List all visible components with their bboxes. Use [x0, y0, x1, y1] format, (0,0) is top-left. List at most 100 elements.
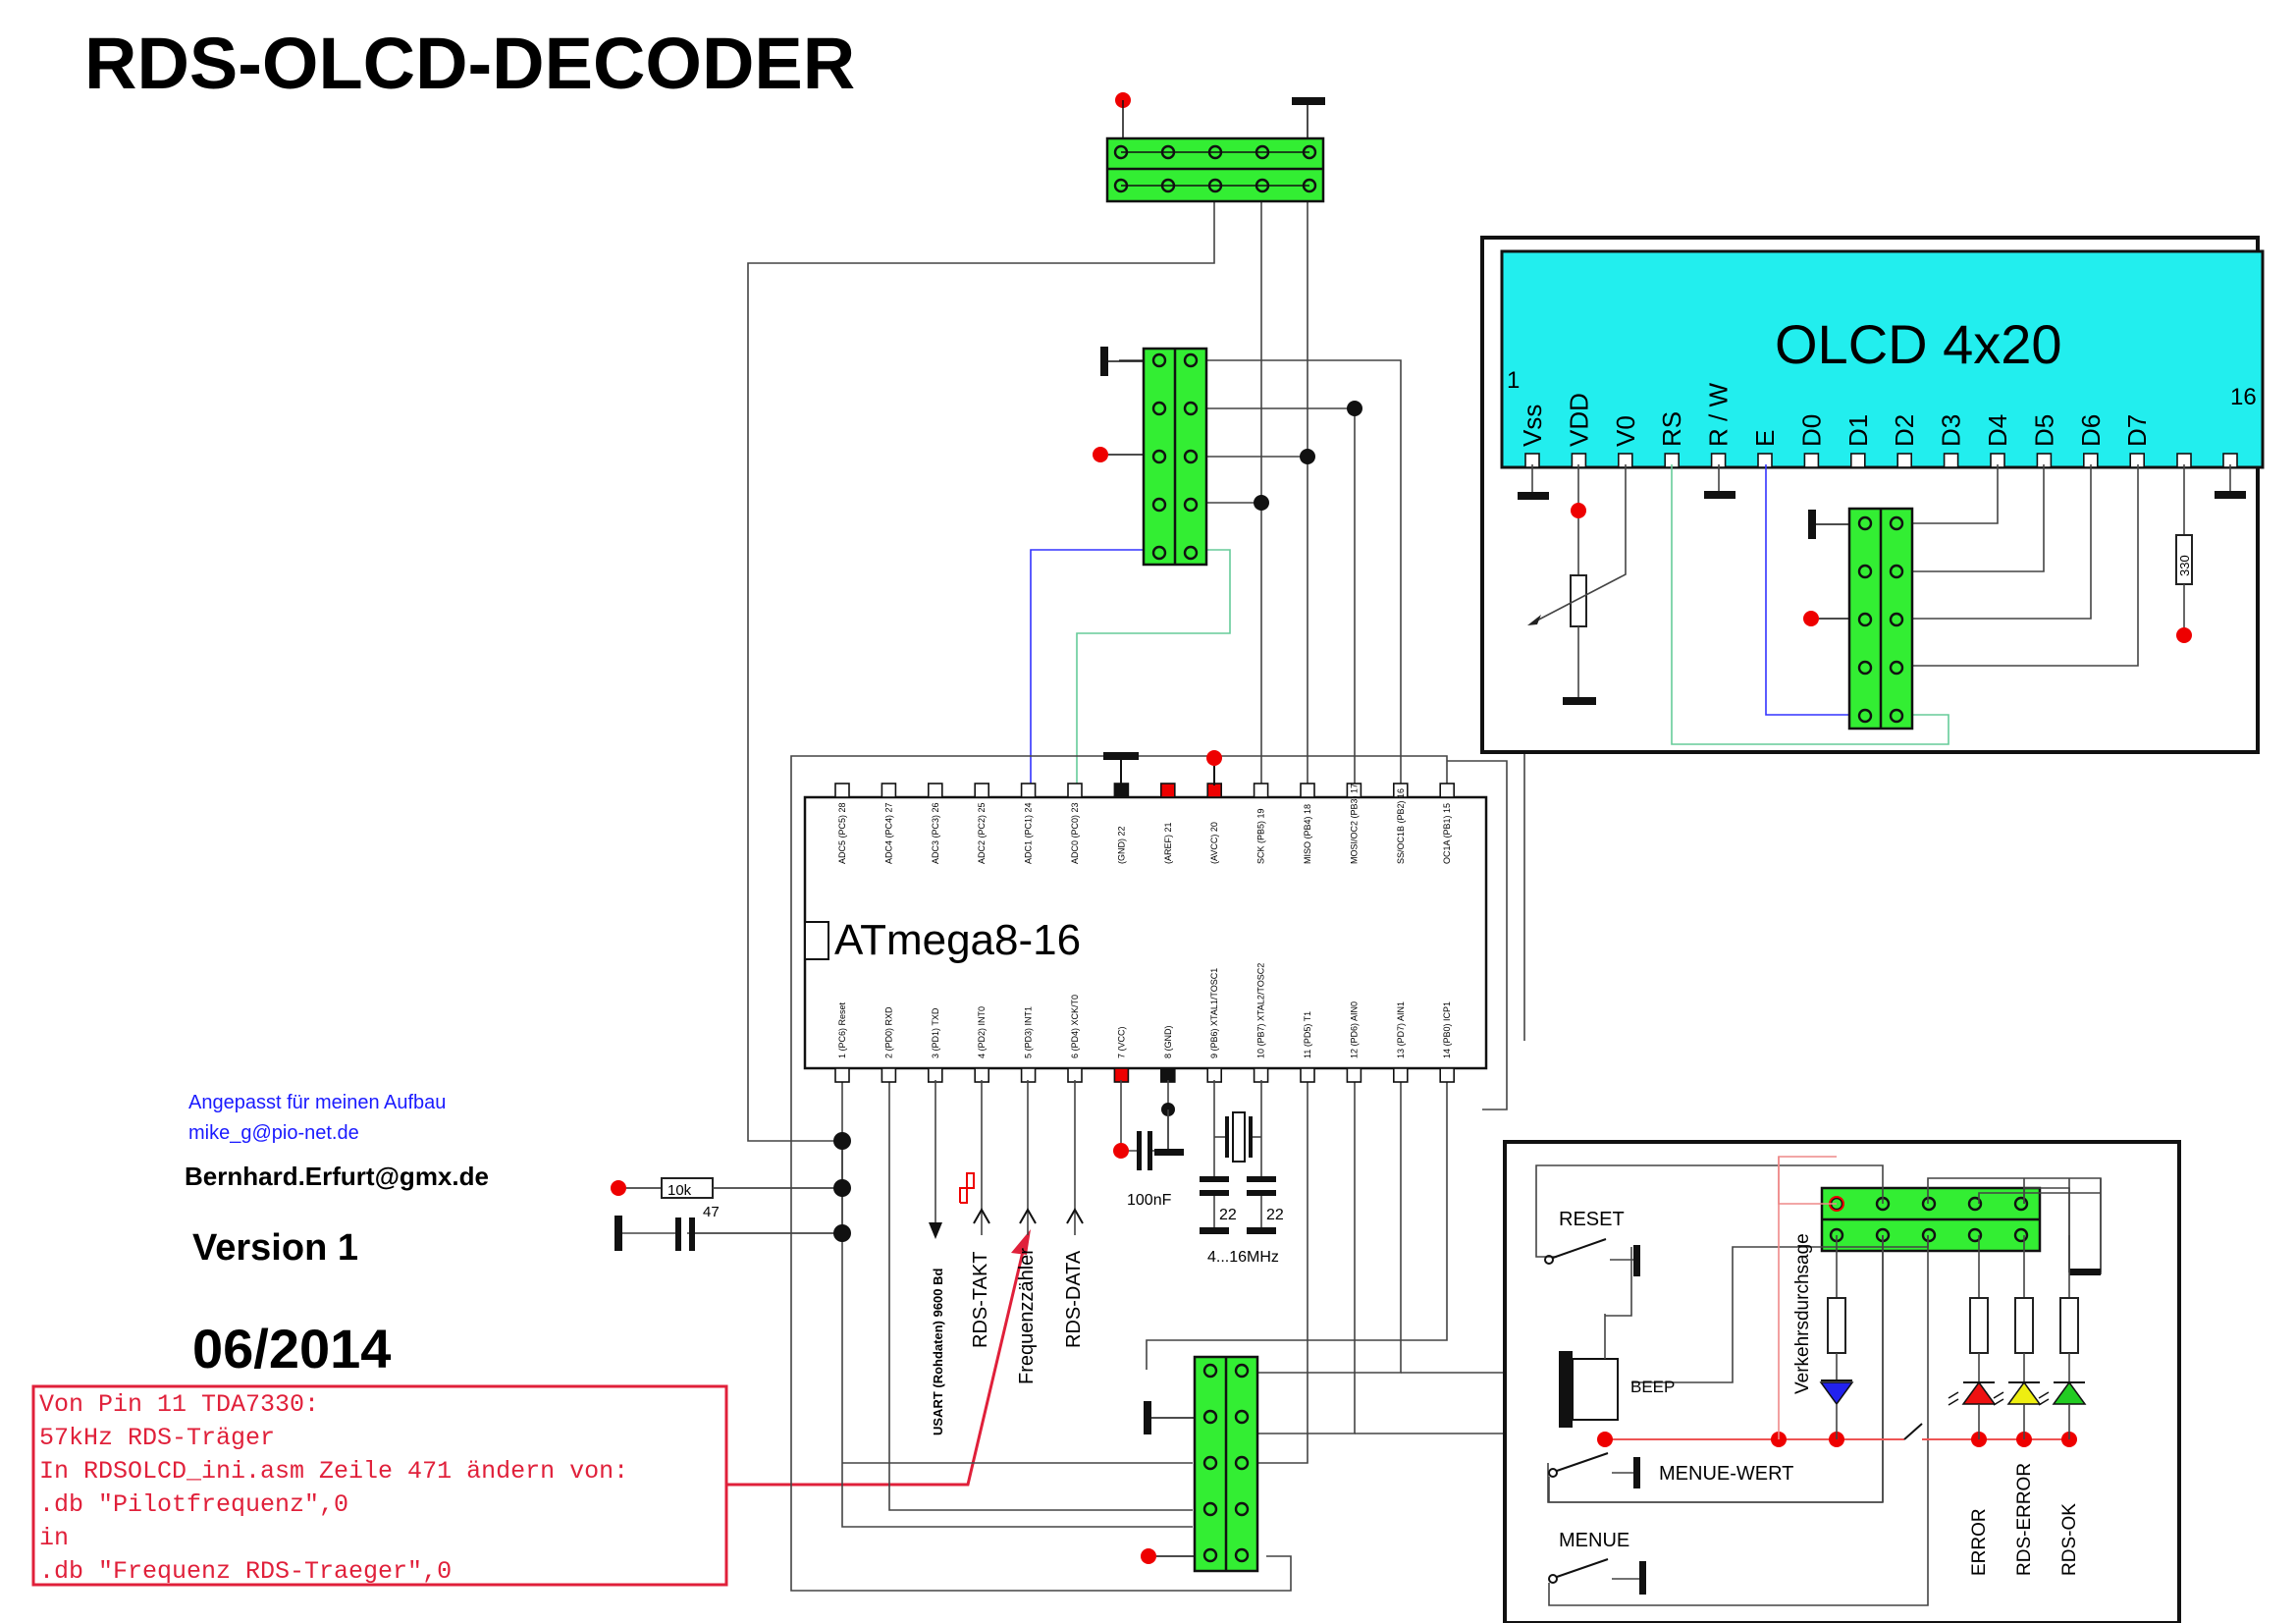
- mcu-pin-label: 1 (PC6) Reset: [837, 1001, 847, 1058]
- header-pin: [1967, 1227, 1983, 1243]
- mcu-pin-label: (GND) 22: [1116, 826, 1126, 864]
- lcd-pin-label: D6: [2076, 414, 2106, 447]
- note-line-2: 57kHz RDS-Träger: [39, 1424, 275, 1452]
- lcd-pin-label: D0: [1796, 414, 1826, 447]
- mcu-pin: [1253, 783, 1269, 798]
- author-email-1: mike_g@pio-net.de: [188, 1122, 359, 1144]
- header-pin: [1151, 401, 1167, 416]
- mcu-pin-label: 14 (PB0) ICP1: [1442, 1001, 1452, 1058]
- mcu-pin-label: 6 (PD4) XCK/T0: [1070, 995, 1080, 1058]
- mcu-pin: [974, 1067, 990, 1083]
- mcu-pin: [1439, 1067, 1455, 1083]
- mcu-pin-label: 12 (PD6) AIN0: [1349, 1001, 1359, 1058]
- header-pin: [1857, 564, 1873, 579]
- lcd-pin-label: VDD: [1564, 393, 1593, 447]
- lcd-pin: [1803, 453, 1820, 468]
- mcu-pin-label: MOSI/OC2 (PB3) 17: [1349, 784, 1359, 864]
- lcd-pin-label: RS: [1657, 411, 1686, 447]
- lcd-pin-label: R / W: [1704, 383, 1734, 447]
- mcu-pin-label: OC1A (PB1) 15: [1442, 803, 1452, 864]
- verkehr-label: Verkehrsdurchsage: [1792, 1233, 1813, 1394]
- mcu-pin: [1206, 783, 1222, 798]
- mcu-pin: [1346, 783, 1362, 798]
- beeper: [1559, 1351, 1573, 1428]
- menue-label: MENUE: [1559, 1530, 1629, 1551]
- lcd-pin: [1896, 453, 1912, 468]
- header-pin: [1202, 1547, 1218, 1563]
- header-pin: [1234, 1409, 1250, 1425]
- mcu-pin: [1113, 1067, 1130, 1083]
- x1-cap-value: 22: [1219, 1207, 1237, 1223]
- header-pin: [1921, 1227, 1937, 1243]
- note-line-3: In RDSOLCD_ini.asm Zeile 471 ändern von:: [39, 1457, 628, 1486]
- header-pin: [1183, 401, 1199, 416]
- header-pin: [1234, 1455, 1250, 1471]
- crystal: [1232, 1111, 1246, 1163]
- data-label: RDS-DATA: [1063, 1250, 1085, 1348]
- led-blue: [1819, 1381, 1854, 1406]
- mcu-pin-label: (AREF) 21: [1163, 822, 1173, 864]
- lcd-pin: [1943, 453, 1959, 468]
- header-pin: [1889, 515, 1904, 531]
- mcu-pin-label: ADC0 (PC0) 23: [1070, 802, 1080, 864]
- lcd-display: [1500, 249, 2265, 469]
- mcu-pin-label: (AVCC) 20: [1209, 822, 1219, 864]
- usart-label: USART (Rohdaten) 9600 Bd: [931, 1268, 945, 1435]
- lcd-pin-label: D7: [2122, 414, 2152, 447]
- beep-label: BEEP: [1630, 1378, 1675, 1396]
- header-pin: [1857, 708, 1873, 724]
- lcd-pin-label: Vss: [1518, 405, 1547, 447]
- mcu-pin: [927, 783, 943, 798]
- mcu-pin: [881, 1067, 897, 1083]
- mcu-pin: [1067, 1067, 1083, 1083]
- header-bottom: [1141, 1355, 1259, 1573]
- header-isp: [1093, 347, 1362, 567]
- header-pin: [1234, 1547, 1250, 1563]
- backlight-resistor-value: 330: [2177, 555, 2192, 576]
- mcu-pin: [1253, 1067, 1269, 1083]
- mcu-pin: [1300, 783, 1315, 798]
- mcu-pin: [1346, 1067, 1362, 1083]
- crystal-value: 4...16MHz: [1207, 1249, 1279, 1266]
- header-pin: [1889, 660, 1904, 676]
- mcu-pin: [1439, 783, 1455, 798]
- mcu-pin: [881, 783, 897, 798]
- mcu-pin: [834, 783, 850, 798]
- mcu-pin-label: 13 (PD7) AIN1: [1396, 1001, 1406, 1058]
- header-pin: [1183, 449, 1199, 464]
- mcu-pin: [1393, 1067, 1409, 1083]
- mcu-pin: [1067, 783, 1083, 798]
- mcu-pin-label: SS/OC1B (PB2) 16: [1396, 788, 1406, 864]
- ground-bar: [1292, 97, 1325, 105]
- rds-ok-label: RDS-OK: [2059, 1503, 2080, 1576]
- mcu-pin-label: ADC2 (PC2) 25: [977, 802, 987, 864]
- mcu-pin: [1393, 783, 1409, 798]
- header-pin: [2013, 1227, 2029, 1243]
- header-pin: [1151, 497, 1167, 513]
- header-pin: [1151, 449, 1167, 464]
- reset-resistor-value: 10k: [667, 1182, 692, 1199]
- mcu-pin-label: 3 (PD1) TXD: [931, 1007, 940, 1058]
- reset-circuit: 10k 47: [611, 1132, 851, 1251]
- header-top: [1105, 92, 1325, 203]
- page-title: RDS-OLCD-DECODER: [84, 23, 855, 104]
- header-pin: [1183, 497, 1199, 513]
- vcc-cap-value: 100nF: [1127, 1192, 1172, 1209]
- x2-cap-value: 22: [1266, 1207, 1284, 1223]
- lcd-title: OLCD 4x20: [1775, 313, 2062, 375]
- adapted-note: Angepasst für meinen Aufbau: [188, 1092, 446, 1113]
- header-pin: [1967, 1196, 1983, 1212]
- button-led-panel: RESET BEEP MENUE-WERT MENUE: [1503, 1140, 2181, 1623]
- header-pin: [1202, 1363, 1218, 1379]
- lcd-pin-label: D4: [1983, 414, 2012, 447]
- signal-inputs: USART (Rohdaten) 9600 Bd RDS-TAKT Freque…: [929, 1080, 1085, 1435]
- reset-cap-value: 47: [703, 1204, 720, 1220]
- lcd-pin: [1850, 453, 1866, 468]
- header-pin: [1921, 1196, 1937, 1212]
- mcu-name: ATmega8-16: [834, 916, 1081, 964]
- mcu-pin-label: 11 (PD5) T1: [1303, 1011, 1312, 1058]
- note-line-1: Von Pin 11 TDA7330:: [39, 1390, 319, 1419]
- header-pin: [1183, 545, 1199, 561]
